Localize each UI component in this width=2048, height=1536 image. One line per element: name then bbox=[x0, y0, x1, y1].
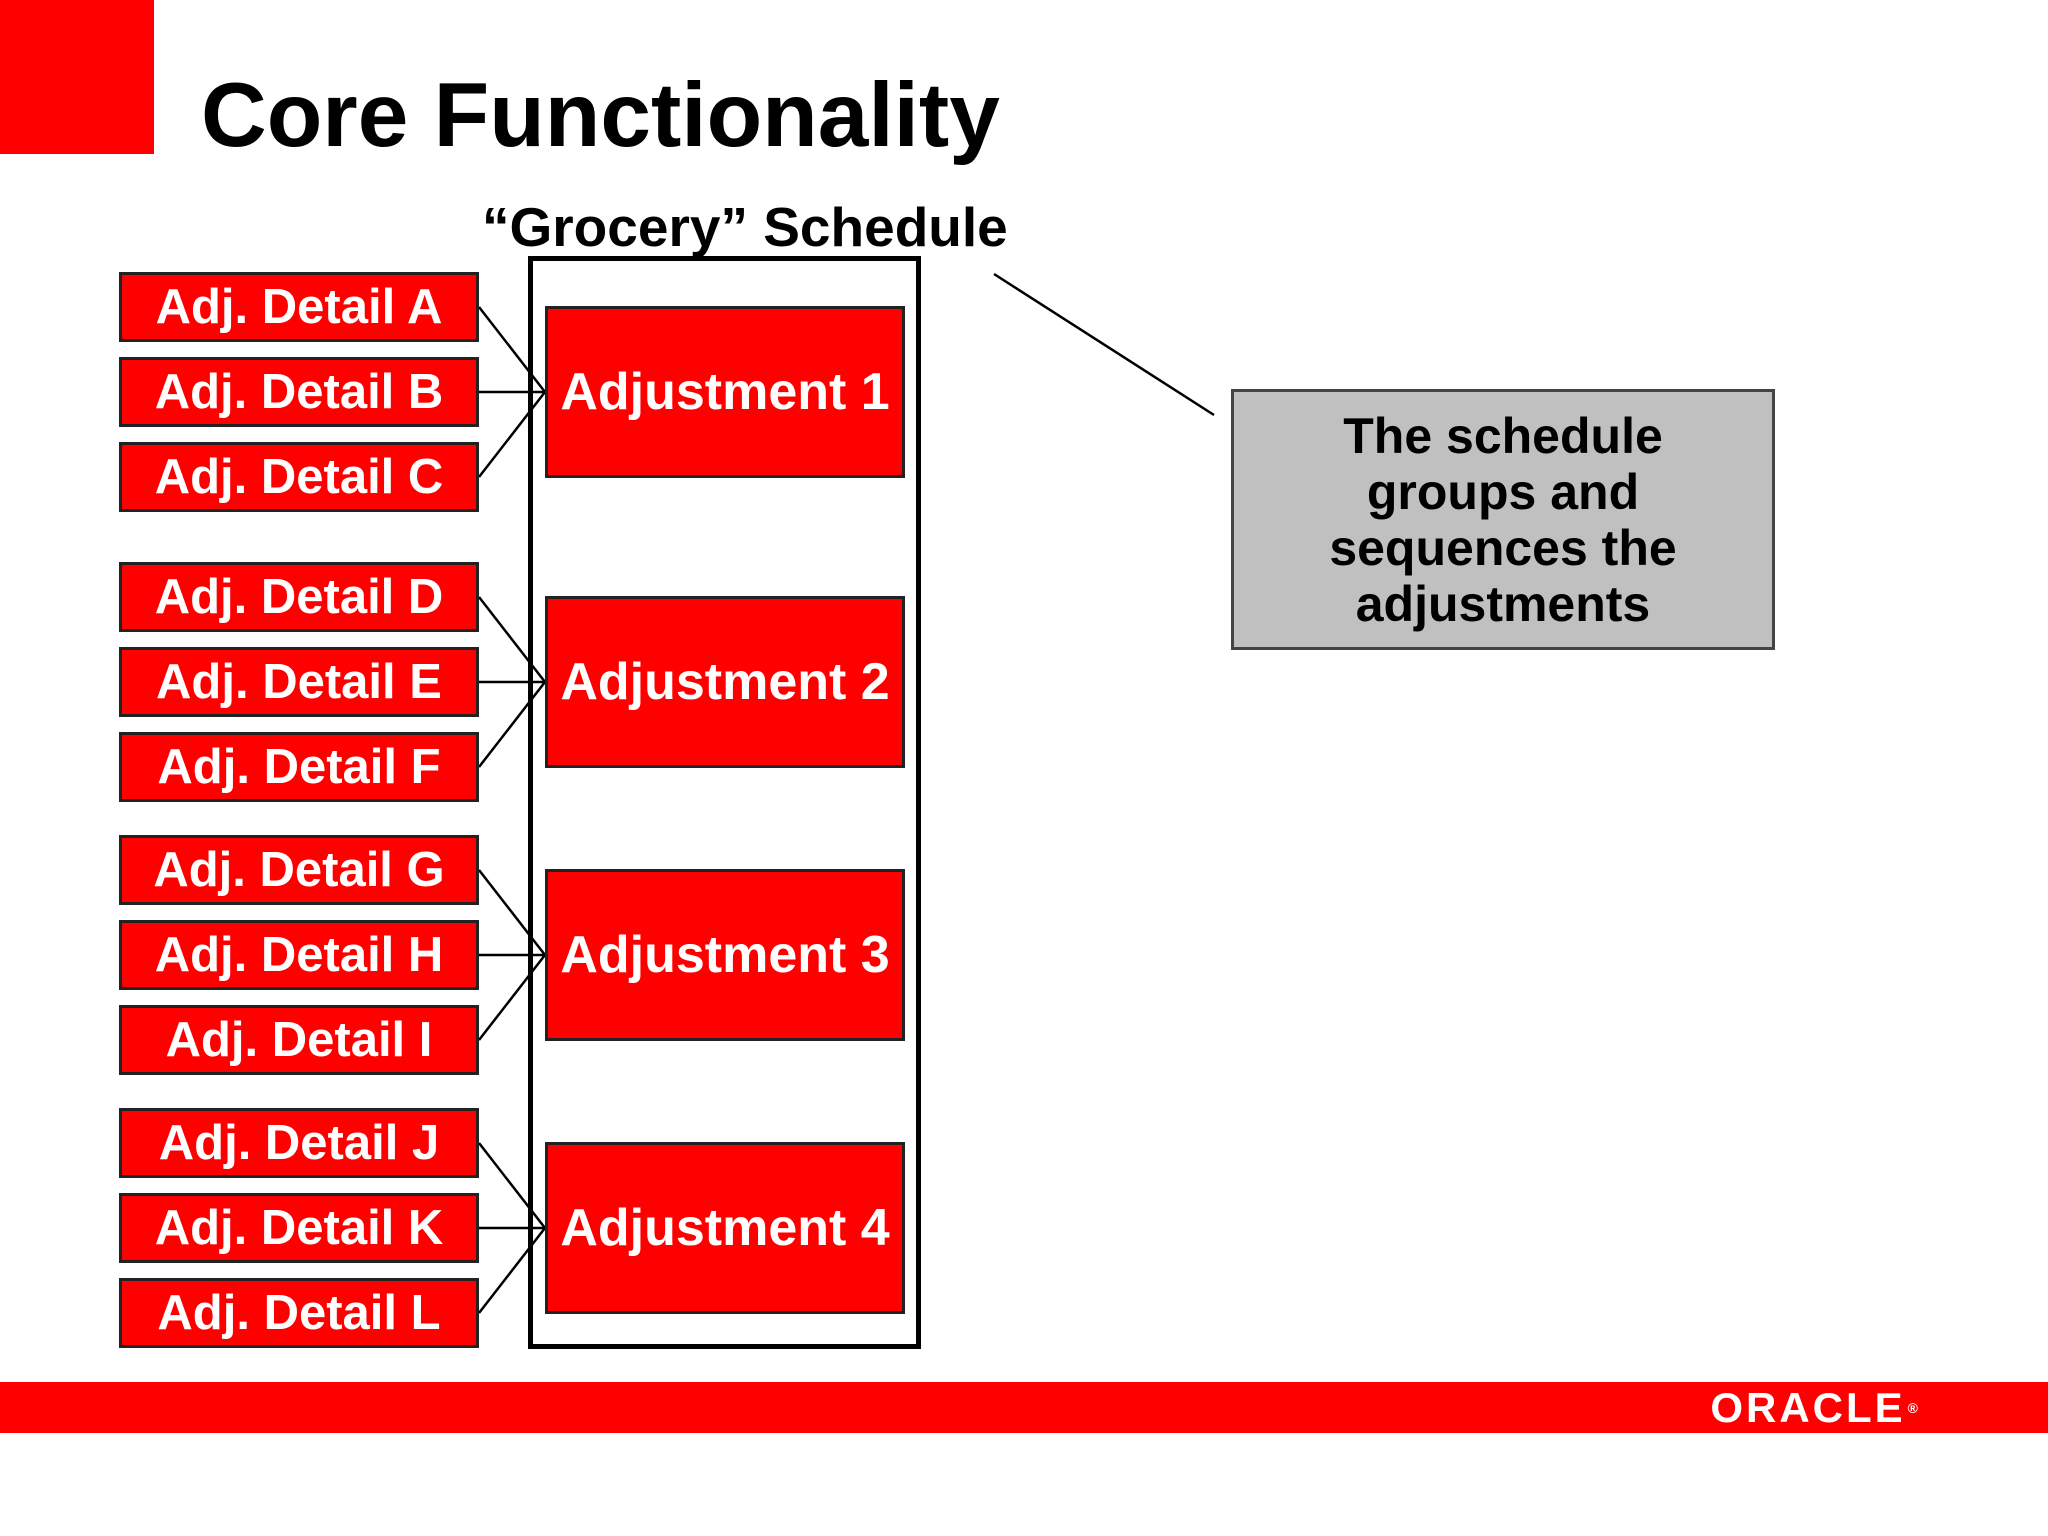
detail-box-b: Adj. Detail B bbox=[119, 357, 479, 427]
detail-box-e: Adj. Detail E bbox=[119, 647, 479, 717]
schedule-frame bbox=[528, 256, 921, 1349]
adjustment-box-2: Adjustment 2 bbox=[545, 596, 905, 768]
detail-box-c: Adj. Detail C bbox=[119, 442, 479, 512]
adjustment-box-1: Adjustment 1 bbox=[545, 306, 905, 478]
adjustment-box-4: Adjustment 4 bbox=[545, 1142, 905, 1314]
connector-detail-f bbox=[478, 681, 546, 768]
connector-detail-i bbox=[478, 954, 546, 1041]
slide-title: Core Functionality bbox=[201, 65, 1000, 166]
adjustment-box-3: Adjustment 3 bbox=[545, 869, 905, 1041]
oracle-logo: ORACLE® bbox=[1710, 1384, 1918, 1432]
detail-box-k: Adj. Detail K bbox=[119, 1193, 479, 1263]
detail-box-g: Adj. Detail G bbox=[119, 835, 479, 905]
detail-box-j: Adj. Detail J bbox=[119, 1108, 479, 1178]
detail-box-f: Adj. Detail F bbox=[119, 732, 479, 802]
schedule-label: “Grocery” Schedule bbox=[482, 196, 1008, 258]
connector-detail-d bbox=[478, 596, 546, 683]
connector-detail-j bbox=[478, 1142, 546, 1229]
connector-detail-l bbox=[478, 1227, 546, 1314]
detail-box-l: Adj. Detail L bbox=[119, 1278, 479, 1348]
detail-box-d: Adj. Detail D bbox=[119, 562, 479, 632]
registered-mark: ® bbox=[1907, 1400, 1918, 1416]
detail-box-a: Adj. Detail A bbox=[119, 272, 479, 342]
connector-detail-g bbox=[478, 869, 546, 956]
callout-pointer bbox=[993, 272, 1215, 417]
corner-accent bbox=[0, 0, 154, 154]
detail-box-i: Adj. Detail I bbox=[119, 1005, 479, 1075]
logo-text: ORACLE bbox=[1710, 1384, 1906, 1431]
callout-box: The schedule groups and sequences the ad… bbox=[1231, 389, 1775, 650]
detail-box-h: Adj. Detail H bbox=[119, 920, 479, 990]
connector-detail-a bbox=[478, 306, 546, 393]
connector-detail-c bbox=[478, 391, 546, 478]
footer-bar bbox=[0, 1382, 2048, 1433]
